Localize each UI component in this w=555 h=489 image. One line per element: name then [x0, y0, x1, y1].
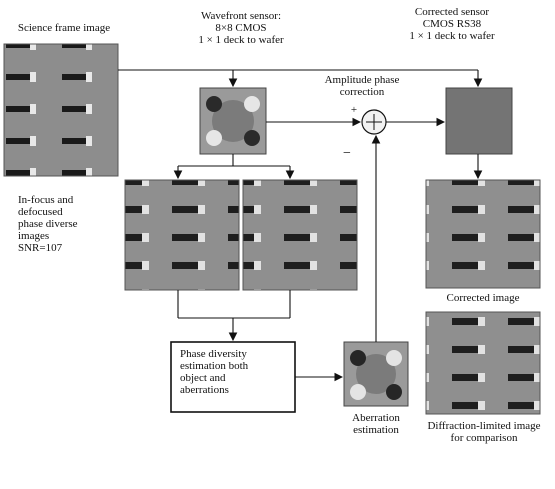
summer-plus-sign: +: [348, 104, 360, 116]
science-frame-label: Science frame image: [4, 22, 124, 34]
corrected-image-label: Corrected image: [420, 292, 546, 304]
summing-junction-icon: [362, 110, 386, 134]
aberration-phase-map-icon: [344, 342, 408, 406]
diffraction-limited-image-panel: [426, 312, 540, 414]
aberration-estimation-label: Aberration estimation: [326, 412, 426, 436]
science-frame-panel: [4, 44, 118, 176]
corrected-sensor-label: Corrected sensor CMOS RS38 1 × 1 deck to…: [382, 6, 522, 42]
corrected-sensor-panel: [446, 88, 512, 154]
diffraction-limited-label: Diffraction-limited image for comparison: [416, 420, 552, 444]
amplitude-correction-label: Amplitude phase correction: [302, 74, 422, 98]
phase-diversity-label: Phase diversity estimation both object a…: [180, 348, 290, 396]
summer-minus-sign: −: [340, 148, 354, 160]
infocus-image-panel: [125, 180, 239, 290]
defocused-image-panel: [243, 180, 357, 290]
wavefront-sensor-label: Wavefront sensor: 8×8 CMOS 1 × 1 deck to…: [176, 10, 306, 46]
corrected-image-panel: [426, 180, 540, 288]
infocus-defocused-label: In-focus and defocused phase diverse ima…: [18, 194, 118, 254]
wavefront-image-icon: [200, 88, 266, 154]
